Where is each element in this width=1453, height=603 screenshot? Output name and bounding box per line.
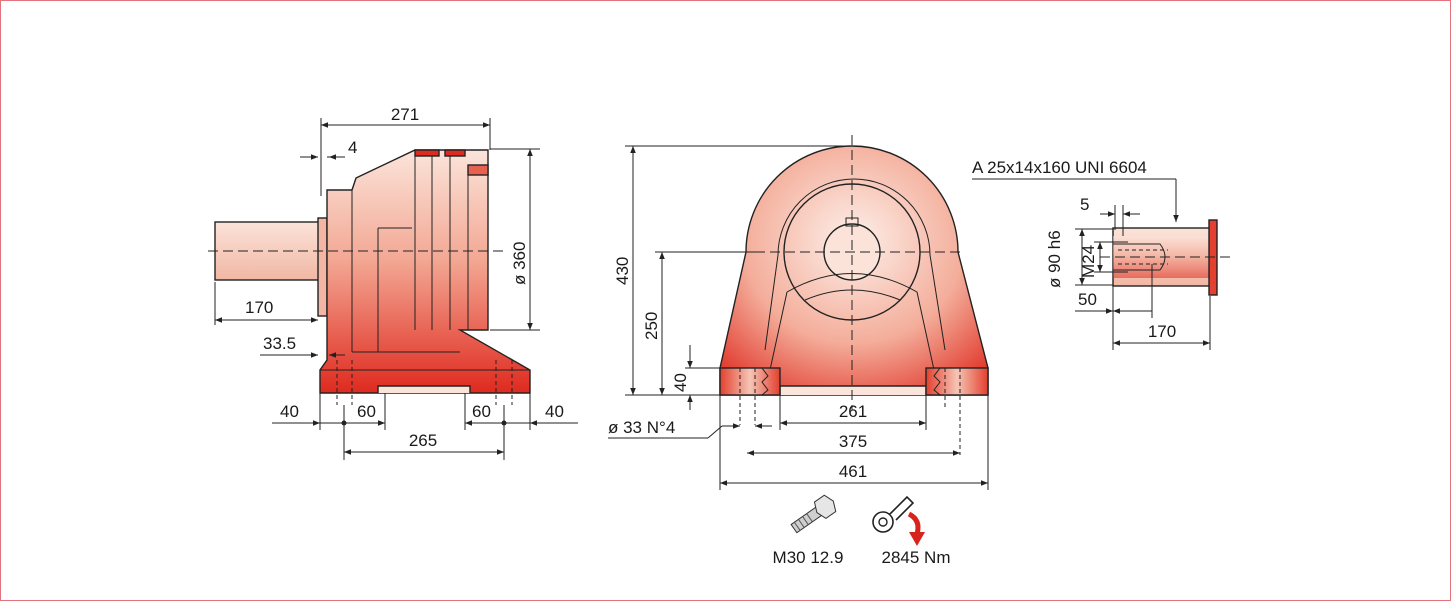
shaft-view: A 25x14x160 UNI 6604 170 ø 90 h6 M24 5 5… — [972, 158, 1232, 350]
dim-250: 250 — [642, 312, 661, 340]
dim-265: 265 — [409, 431, 437, 450]
dim-m24: M24 — [1079, 245, 1098, 278]
dim-60-right: 60 — [472, 402, 491, 421]
dim-5: 5 — [1080, 195, 1089, 214]
key-spec: A 25x14x160 UNI 6604 — [972, 158, 1147, 177]
dim-40-front: 40 — [671, 373, 690, 392]
dim-60-left: 60 — [357, 402, 376, 421]
dim-271: 271 — [391, 105, 419, 124]
dim-4: 4 — [348, 138, 357, 157]
torque-wrench-icon — [872, 495, 925, 546]
hole-spec: ø 33 N°4 — [608, 418, 675, 437]
dim-461: 461 — [839, 462, 867, 481]
side-view: 271 4 ø 360 170 33.5 40 60 60 40 — [208, 105, 578, 460]
bolt-label: M30 12.9 — [773, 548, 844, 567]
dim-40-right: 40 — [545, 402, 564, 421]
dim-261: 261 — [839, 402, 867, 421]
side-flange — [317, 217, 328, 317]
foot-left — [719, 367, 781, 396]
dim-170-shaft: 170 — [1148, 322, 1176, 341]
dim-50: 50 — [1078, 290, 1097, 309]
dim-90: ø 90 h6 — [1045, 230, 1064, 288]
front-view: 430 250 40 261 375 461 ø 33 N°4 — [608, 135, 989, 490]
bolt-icon — [790, 494, 837, 534]
dim-40-left: 40 — [280, 402, 299, 421]
dim-360: ø 360 — [510, 242, 529, 285]
dim-375: 375 — [839, 432, 867, 451]
dim-170-side: 170 — [245, 298, 273, 317]
fastening: M30 12.9 2845 Nm — [773, 494, 951, 567]
dim-33-5: 33.5 — [263, 334, 296, 353]
torque-label: 2845 Nm — [882, 548, 951, 567]
dim-430: 430 — [613, 257, 632, 285]
